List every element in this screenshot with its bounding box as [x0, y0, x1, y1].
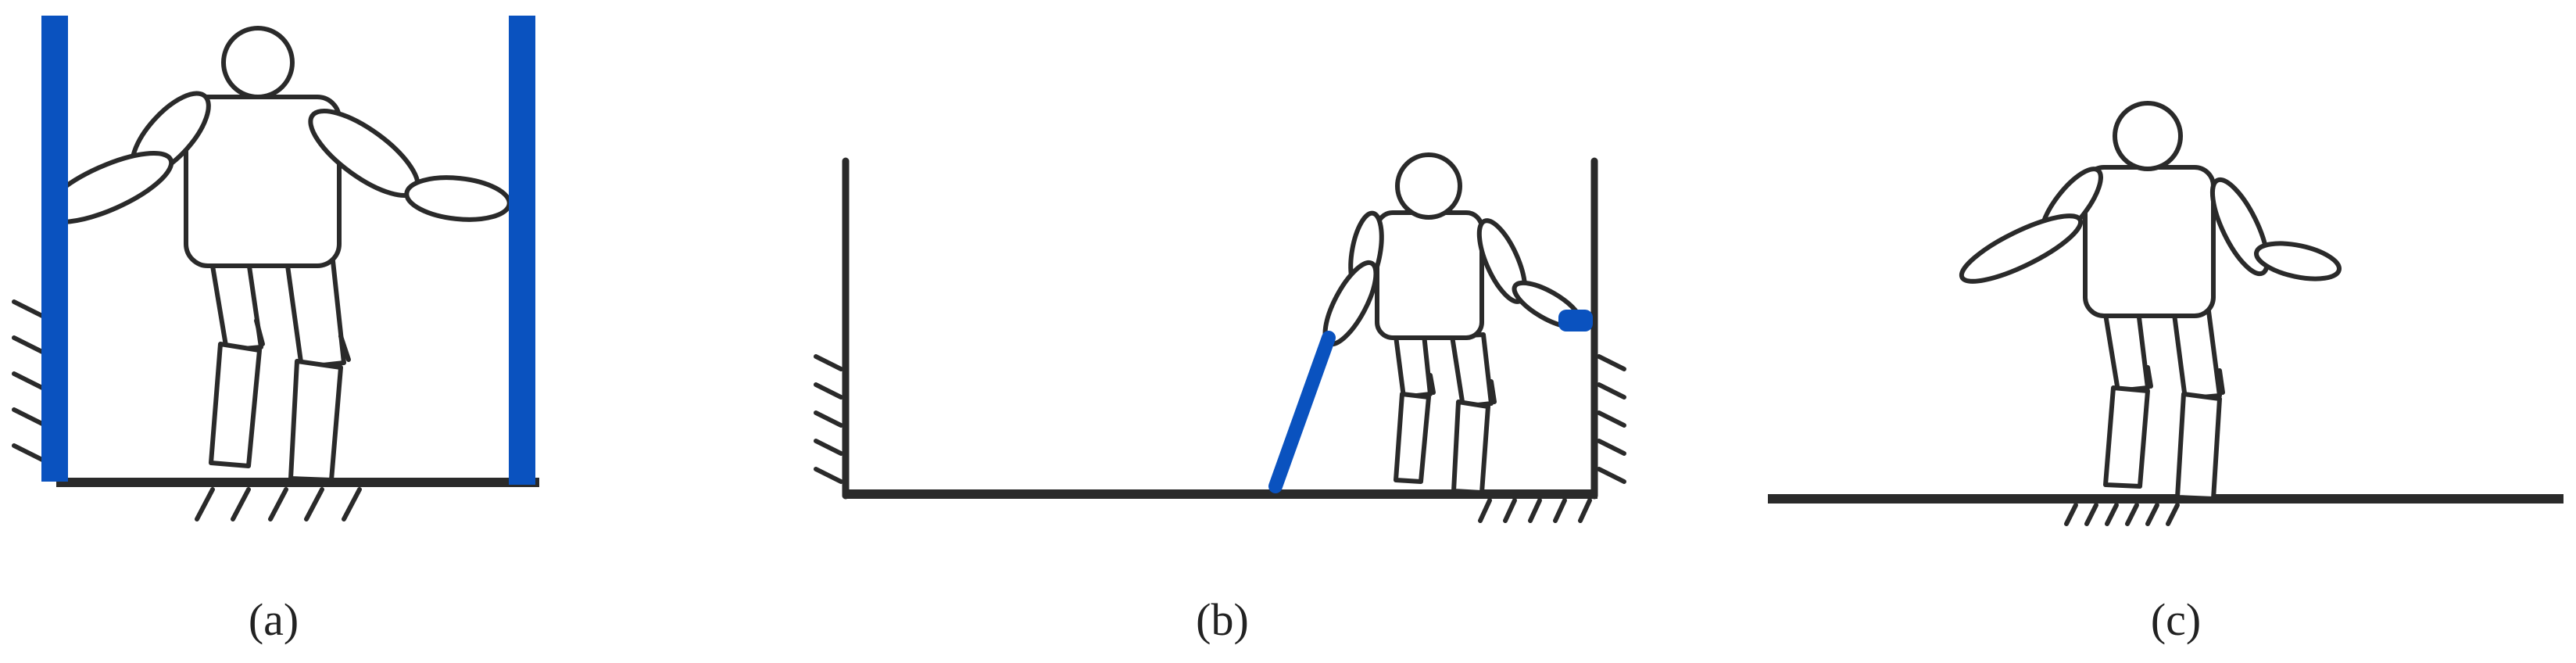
robot-legs [2103, 309, 2225, 501]
caption-b: (b) [1196, 594, 1249, 645]
robot-left-arm [1959, 167, 2103, 284]
panel-a [12, 16, 539, 521]
panel-b [814, 152, 1626, 523]
wall-hatch-right [1597, 354, 1626, 484]
ground-hatch [1478, 498, 1592, 523]
wall-contact [1558, 310, 1593, 332]
robot-left-arm [1322, 210, 1384, 347]
ground-hatch [195, 487, 362, 521]
robot-head [1395, 152, 1462, 220]
cane-support [1268, 331, 1336, 493]
robot-right-arm [2209, 177, 2342, 281]
robot-torso [2083, 165, 2216, 318]
robot-head [2113, 101, 2183, 171]
ground-hatch [2064, 503, 2180, 526]
robot-legs [209, 259, 351, 482]
caption-a: (a) [248, 594, 299, 645]
panel-c [1768, 101, 2563, 526]
robot-legs [1394, 332, 1497, 495]
wall-hatch-left [814, 354, 843, 484]
robot-head [221, 26, 295, 99]
caption-c: (c) [2150, 594, 2202, 645]
robot-torso [1375, 210, 1484, 340]
